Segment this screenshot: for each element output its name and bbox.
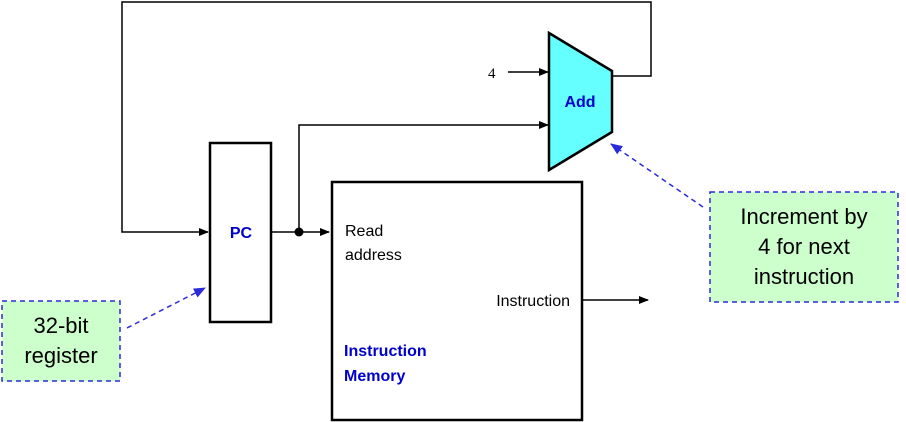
increment-note-pointer [610,143,704,208]
pc-to-adder-wire [298,121,549,232]
register-note-pointer [126,287,206,329]
increment-note-line3: instruction [754,264,854,289]
memory-title-line2: Memory [344,368,405,385]
read-address-label-line2: address [345,247,402,264]
instruction-output-label: Instruction [496,293,570,310]
register-note-box [1,300,121,382]
memory-title-line1: Instruction [344,343,427,360]
pc-label: PC [230,225,253,242]
adder-label: Add [564,94,595,111]
constant-four-label: 4 [488,66,496,82]
pc-register [208,141,273,324]
adder-unit [547,30,614,173]
register-note-line1: 32-bit [33,313,88,338]
feedback-wire [121,1,652,236]
register-note-line2: register [24,343,97,368]
increment-note-box [709,191,899,303]
read-address-label-line1: Read [345,223,383,240]
instruction-memory [330,180,584,422]
increment-note-line1: Increment by [740,204,867,229]
junction-dot [294,227,304,237]
increment-note-line2: 4 for next [758,234,850,259]
